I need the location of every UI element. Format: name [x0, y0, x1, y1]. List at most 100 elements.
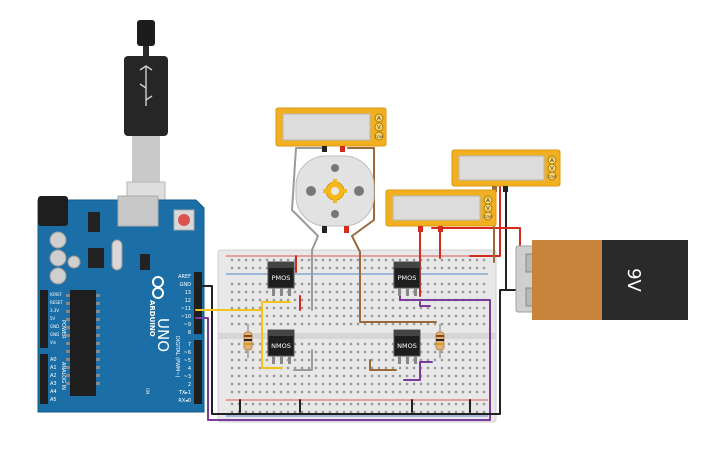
breadboard-hole: [405, 322, 409, 326]
breadboard-hole: [363, 390, 367, 394]
wire-gray-motor[interactable]: [291, 147, 325, 311]
breadboard-hole: [370, 382, 374, 386]
on-led-label: ON: [145, 388, 150, 394]
breadboard-hole: [454, 366, 458, 370]
breadboard-hole: [370, 390, 374, 394]
breadboard-hole: [447, 306, 451, 310]
breadboard-hole: [321, 410, 325, 414]
breadboard-hole: [293, 402, 297, 406]
svg-text:V: V: [486, 206, 490, 212]
breadboard-hole: [356, 374, 360, 378]
breadboard-hole: [447, 358, 451, 362]
breadboard-hole: [377, 410, 381, 414]
breadboard-hole: [237, 314, 241, 318]
breadboard-hole: [244, 298, 248, 302]
breadboard-hole: [412, 366, 416, 370]
wire-brown-motor[interactable]: [347, 147, 437, 323]
arduino-uno-board[interactable]: IOREF RESET 3.3V 5V GND GND Vin POWER A0…: [37, 195, 205, 413]
breadboard-hole: [482, 390, 486, 394]
breadboard-hole: [363, 342, 367, 346]
transistor-nmos-left[interactable]: NMOS: [267, 329, 295, 364]
breadboard-hole: [370, 258, 374, 262]
breadboard-hole: [265, 342, 269, 346]
breadboard-hole: [433, 402, 437, 406]
breadboard-hole: [454, 258, 458, 262]
breadboard-hole: [433, 266, 437, 270]
breadboard-hole: [482, 366, 486, 370]
breadboard-hole: [265, 290, 269, 294]
breadboard-hole: [230, 290, 234, 294]
breadboard-hole: [328, 322, 332, 326]
breadboard-hole: [377, 322, 381, 326]
breadboard-hole: [419, 358, 423, 362]
breadboard-hole: [475, 390, 479, 394]
breadboard-hole: [265, 258, 269, 262]
breadboard-hole: [321, 342, 325, 346]
breadboard-hole: [461, 306, 465, 310]
breadboard-hole: [307, 258, 311, 262]
breadboard-hole: [356, 390, 360, 394]
breadboard-hole: [440, 290, 444, 294]
wire-purple-pin10[interactable]: [195, 299, 491, 421]
multimeter-bridge[interactable]: A V COM: [385, 189, 497, 232]
breadboard-hole: [251, 342, 255, 346]
wire-purple-jumper[interactable]: [419, 301, 431, 307]
breadboard-hole: [265, 314, 269, 318]
reset-button-cap[interactable]: [178, 214, 190, 226]
transistor-nmos-right[interactable]: NMOS: [393, 329, 421, 364]
transistor-pmos-left[interactable]: PMOS: [267, 261, 295, 296]
dc-motor[interactable]: [295, 155, 375, 233]
resistor-left[interactable]: [243, 324, 253, 358]
breadboard-hole: [237, 290, 241, 294]
battery-9v[interactable]: 9V: [515, 240, 688, 320]
multimeter-motor[interactable]: A V COM: [275, 107, 387, 152]
breadboard-hole: [328, 342, 332, 346]
breadboard-hole: [342, 322, 346, 326]
breadboard-hole: [244, 402, 248, 406]
breadboard-hole: [475, 306, 479, 310]
wire-purple-nmos[interactable]: [403, 361, 433, 381]
multimeter-battery[interactable]: A V COM: [451, 149, 561, 192]
breadboard-hole: [356, 410, 360, 414]
breadboard-hole: [272, 298, 276, 302]
breadboard-hole: [384, 282, 388, 286]
breadboard-hole: [314, 390, 318, 394]
transistor-pmos-right[interactable]: PMOS: [393, 261, 421, 296]
breadboard-hole: [342, 382, 346, 386]
breadboard-hole: [356, 366, 360, 370]
breadboard-hole: [377, 314, 381, 318]
breadboard-hole: [419, 390, 423, 394]
breadboard-hole: [426, 374, 430, 378]
breadboard-hole: [461, 282, 465, 286]
breadboard-hole: [300, 282, 304, 286]
breadboard-hole: [307, 358, 311, 362]
breadboard-hole: [237, 366, 241, 370]
breadboard-hole: [447, 322, 451, 326]
breadboard-hole: [251, 366, 255, 370]
breadboard-hole: [272, 314, 276, 318]
usb-cable[interactable]: [124, 20, 168, 213]
breadboard-hole: [342, 258, 346, 262]
breadboard-hole: [482, 266, 486, 270]
breadboard-hole: [440, 358, 444, 362]
breadboard-hole: [300, 342, 304, 346]
breadboard-hole: [356, 258, 360, 262]
breadboard-hole: [419, 342, 423, 346]
breadboard-hole: [286, 366, 290, 370]
resistor-right[interactable]: [435, 324, 445, 358]
breadboard-hole: [468, 342, 472, 346]
breadboard-hole: [258, 366, 262, 370]
breadboard-hole: [370, 342, 374, 346]
breadboard-hole: [251, 382, 255, 386]
breadboard-hole: [244, 314, 248, 318]
breadboard-hole: [349, 298, 353, 302]
breadboard-hole: [461, 322, 465, 326]
wire-yellow-pin11[interactable]: [195, 301, 291, 311]
breadboard-hole: [279, 402, 283, 406]
breadboard-hole: [328, 410, 332, 414]
breadboard-hole: [377, 342, 381, 346]
breadboard-hole: [384, 314, 388, 318]
breadboard-hole: [461, 390, 465, 394]
breadboard-hole: [370, 266, 374, 270]
breadboard-hole: [433, 322, 437, 326]
